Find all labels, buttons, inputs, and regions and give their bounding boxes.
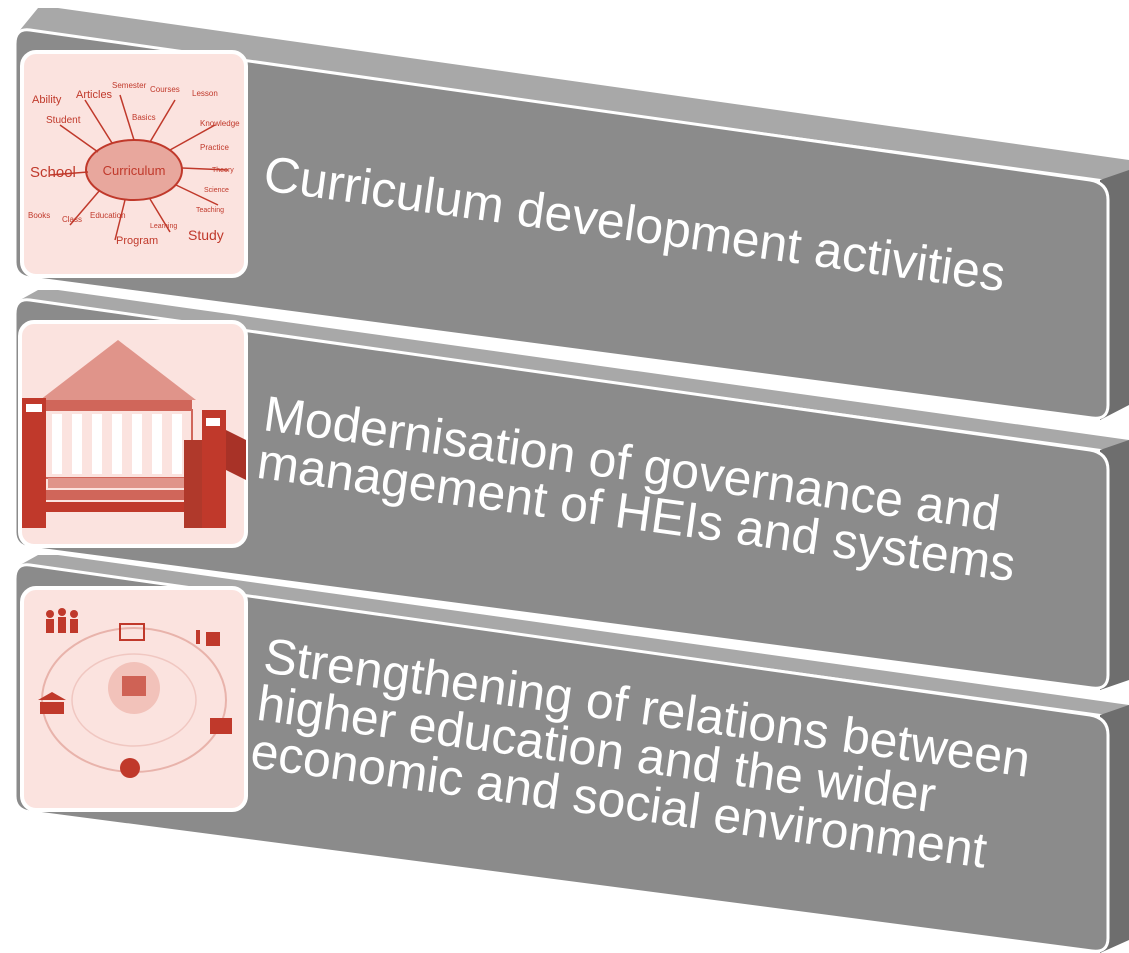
mindmap-center-label: Curriculum [103, 163, 166, 178]
mindmap-word: Teaching [196, 207, 224, 214]
mindmap-word: Knowledge [200, 119, 240, 128]
mindmap-word: Lesson [192, 89, 218, 98]
card-governance: Modernisation of governance and manageme… [13, 290, 1129, 690]
mindmap-word: School [30, 164, 76, 181]
mindmap-word: Practice [200, 143, 229, 152]
card-front-face [13, 298, 1110, 690]
mindmap-word: Science [204, 187, 229, 194]
card-top-face [20, 8, 1129, 188]
mindmap-word: Basics [132, 113, 156, 122]
card-front-face [13, 563, 1110, 953]
mindmap-word: Ability [32, 94, 62, 106]
mindmap-word: Semester [112, 81, 147, 90]
university-building-icon [18, 320, 248, 548]
mindmap-word: Learning [150, 223, 177, 230]
mindmap-word: Theory [212, 167, 234, 174]
curriculum-mindmap-icon: Curriculum Ability Articles Semester Cou… [20, 50, 248, 278]
mindmap-word: Student [46, 115, 81, 126]
mindmap-word: Study [188, 227, 224, 243]
card-curriculum: Curriculum Ability Articles Semester Cou… [13, 8, 1129, 420]
card-front-face [13, 28, 1110, 420]
card-relations: Strengthening of relations between highe… [13, 555, 1129, 953]
mindmap-word: Class [62, 215, 82, 224]
mindmap-word: Program [116, 235, 158, 247]
card-top-face [20, 290, 1129, 455]
card-top-face [20, 555, 1129, 720]
society-network-icon [20, 586, 248, 812]
mindmap-word: Books [28, 211, 50, 220]
mindmap-word: Articles [76, 89, 113, 101]
mindmap-word: Education [90, 211, 126, 220]
mindmap-word: Courses [150, 85, 180, 94]
